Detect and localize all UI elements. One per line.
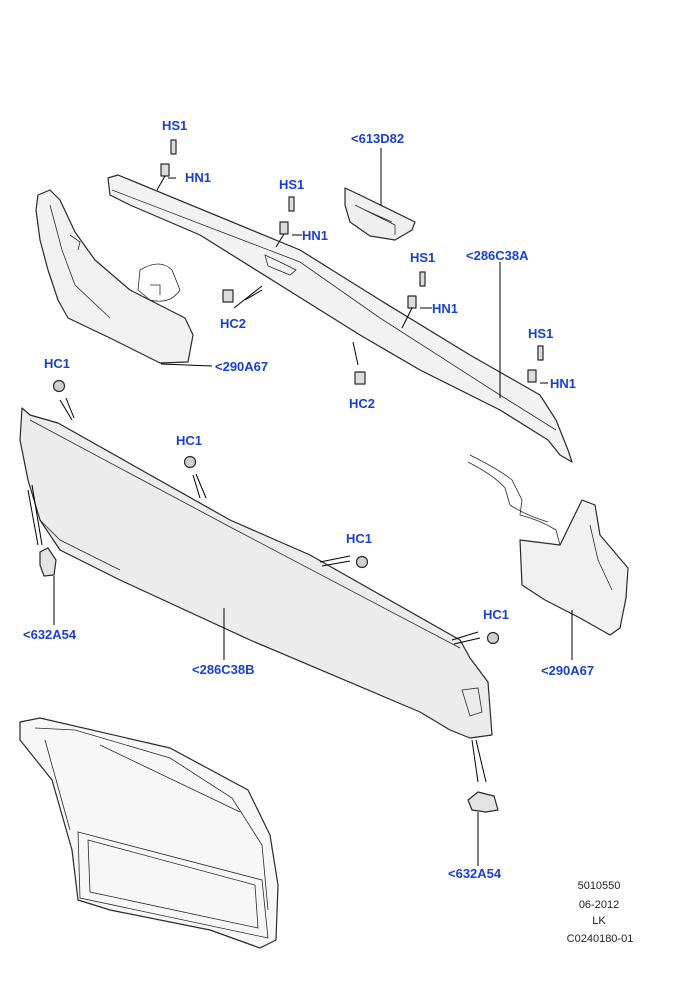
callout-hc1-b[interactable]: HC1 bbox=[176, 433, 203, 448]
bracket-613d82 bbox=[344, 187, 416, 241]
tailgate-overview bbox=[19, 717, 279, 949]
fastener-hs1-hn1-d bbox=[527, 345, 544, 383]
clip-hc2-b bbox=[354, 371, 366, 385]
clip-bracket-right bbox=[467, 791, 499, 813]
clip-hc1-b bbox=[183, 455, 197, 469]
lower-trim-panel bbox=[19, 407, 493, 739]
callout-hn1-c[interactable]: HN1 bbox=[432, 301, 459, 316]
clip-hc2-a bbox=[222, 289, 234, 303]
callout-hc1-d[interactable]: HC1 bbox=[483, 607, 510, 622]
callout-hc2-a[interactable]: HC2 bbox=[220, 316, 247, 331]
callout-632a54-right[interactable]: <632A54 bbox=[448, 866, 502, 881]
callout-286c38a[interactable]: <286C38A bbox=[466, 248, 529, 263]
clip-hc1-d bbox=[486, 631, 500, 645]
callout-hc2-b[interactable]: HC2 bbox=[349, 396, 376, 411]
callout-hs1-c[interactable]: HS1 bbox=[410, 250, 436, 265]
callout-290a67-lower[interactable]: <290A67 bbox=[541, 663, 595, 678]
callout-hs1-d[interactable]: HS1 bbox=[528, 326, 554, 341]
right-side-panel bbox=[467, 454, 629, 636]
left-side-panel bbox=[35, 189, 194, 364]
callout-hn1-a[interactable]: HN1 bbox=[185, 170, 212, 185]
fastener-hs1-hn1-b bbox=[279, 196, 295, 235]
footer-ref-number: 5010550 bbox=[577, 880, 621, 892]
footer-model-code: LK bbox=[592, 915, 606, 927]
callout-hs1-b[interactable]: HS1 bbox=[279, 177, 305, 192]
clip-hc1-c bbox=[355, 555, 369, 569]
callout-hs1-a[interactable]: HS1 bbox=[162, 118, 188, 133]
fastener-hs1-hn1-a bbox=[160, 139, 177, 177]
clip-hc1-a bbox=[52, 379, 66, 393]
upper-trim-panel bbox=[107, 174, 573, 463]
callout-hn1-d[interactable]: HN1 bbox=[550, 376, 577, 391]
callout-290a67-upper[interactable]: <290A67 bbox=[215, 359, 269, 374]
leader-lines bbox=[27, 148, 573, 866]
callout-632a54-left[interactable]: <632A54 bbox=[23, 627, 77, 642]
callout-286c38b[interactable]: <286C38B bbox=[192, 662, 255, 677]
clip-bracket-left bbox=[39, 547, 57, 577]
footer-illustration-id: C0240180-01 bbox=[566, 933, 634, 945]
callout-hc1-c[interactable]: HC1 bbox=[346, 531, 373, 546]
callout-hc1-a[interactable]: HC1 bbox=[44, 356, 71, 371]
callout-hn1-b[interactable]: HN1 bbox=[302, 228, 329, 243]
footer-date: 06-2012 bbox=[578, 899, 620, 911]
fastener-hs1-hn1-c bbox=[407, 271, 426, 309]
callout-613d82[interactable]: <613D82 bbox=[351, 131, 405, 146]
